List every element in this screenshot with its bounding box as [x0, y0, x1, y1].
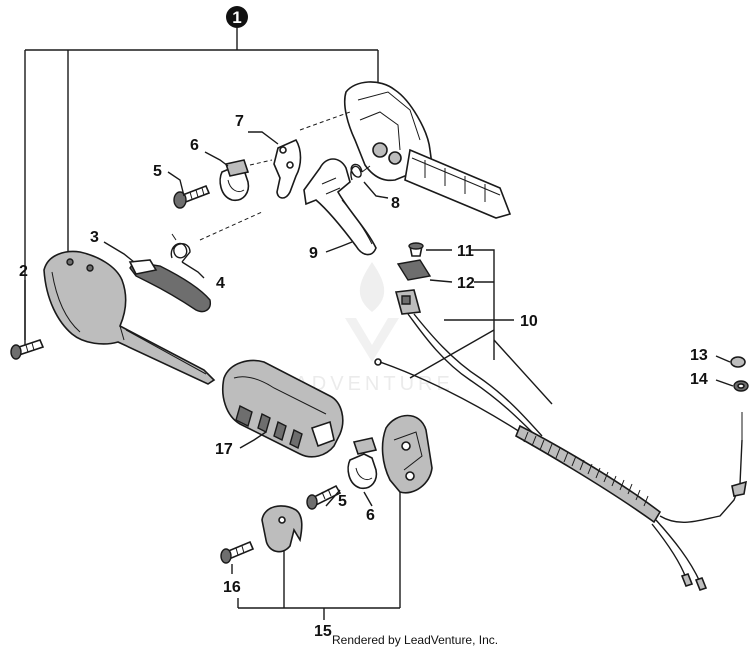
part-16-screw[interactable]: [220, 540, 255, 564]
callout-4[interactable]: 4: [216, 275, 225, 292]
leader-9: [325, 241, 353, 253]
part-5-screw-top[interactable]: [173, 184, 211, 209]
part-4-torsion-spring[interactable]: [170, 233, 191, 263]
callout-3[interactable]: 3: [90, 229, 99, 246]
callout-11[interactable]: 11: [457, 243, 474, 260]
part-5-screw-bottom[interactable]: [306, 484, 342, 510]
part-12-plate[interactable]: [396, 259, 432, 281]
leader-14: [715, 379, 734, 387]
callout-16[interactable]: 16: [223, 579, 241, 596]
callout-5-bottom[interactable]: 5: [338, 493, 347, 510]
part-10-wiring-harness[interactable]: [374, 313, 747, 591]
leader-5-top: [167, 171, 185, 197]
leader-6-bottom: [363, 491, 373, 507]
bracket-15: [237, 492, 401, 620]
leader-6-top: [204, 151, 229, 167]
callout-13[interactable]: 13: [690, 347, 708, 364]
handle-housing-part[interactable]: [343, 81, 512, 219]
callout-9[interactable]: 9: [309, 245, 318, 262]
callout-14[interactable]: 14: [690, 371, 708, 388]
dashed-guide-3: [199, 211, 263, 241]
leader-8: [363, 181, 389, 199]
part-2-handle-half[interactable]: [43, 250, 216, 385]
part-2-screw[interactable]: [10, 339, 45, 360]
callout-6-bottom[interactable]: 6: [366, 507, 375, 524]
assembly-number: 1: [232, 8, 241, 27]
callout-10[interactable]: 10: [520, 313, 538, 330]
callout-8[interactable]: 8: [391, 195, 400, 212]
callout-5-top[interactable]: 5: [153, 163, 162, 180]
callout-17[interactable]: 17: [215, 441, 233, 458]
leader-3: [103, 241, 135, 263]
callout-6-top[interactable]: 6: [190, 137, 199, 154]
dashed-guide-1: [299, 111, 351, 131]
part-13-nut[interactable]: [730, 356, 746, 368]
part-6-clamp-top[interactable]: [219, 159, 250, 202]
callout-12[interactable]: 12: [457, 275, 475, 292]
leader-12: [429, 279, 453, 283]
callout-7[interactable]: 7: [235, 113, 244, 130]
part-11-screw[interactable]: [408, 242, 424, 257]
bracket-10: [409, 249, 553, 405]
part-15-side-cover-right[interactable]: [381, 414, 433, 494]
part-9-throttle-trigger[interactable]: [303, 158, 377, 256]
leader-5-bottom: [325, 489, 341, 507]
part-10-switch[interactable]: [394, 289, 422, 315]
credit-text: Rendered by LeadVenture, Inc.: [332, 633, 498, 647]
dashed-guide-2: [249, 159, 273, 166]
leader-7: [248, 131, 279, 145]
assembly-1-callout[interactable]: 1: [226, 6, 248, 28]
part-15-side-cover-left[interactable]: [261, 505, 303, 553]
leader-13: [715, 355, 731, 363]
part-7-lever-bracket[interactable]: [273, 138, 302, 199]
leader-4: [181, 261, 205, 279]
callout-15[interactable]: 15: [314, 623, 332, 640]
callout-2[interactable]: 2: [19, 263, 28, 280]
part-3-lockout-lever[interactable]: [128, 259, 211, 313]
part-6-clamp-bottom[interactable]: [347, 437, 378, 490]
part-14-nut[interactable]: [733, 380, 749, 392]
leader-17: [239, 431, 267, 449]
part-8-spring[interactable]: [350, 163, 371, 181]
